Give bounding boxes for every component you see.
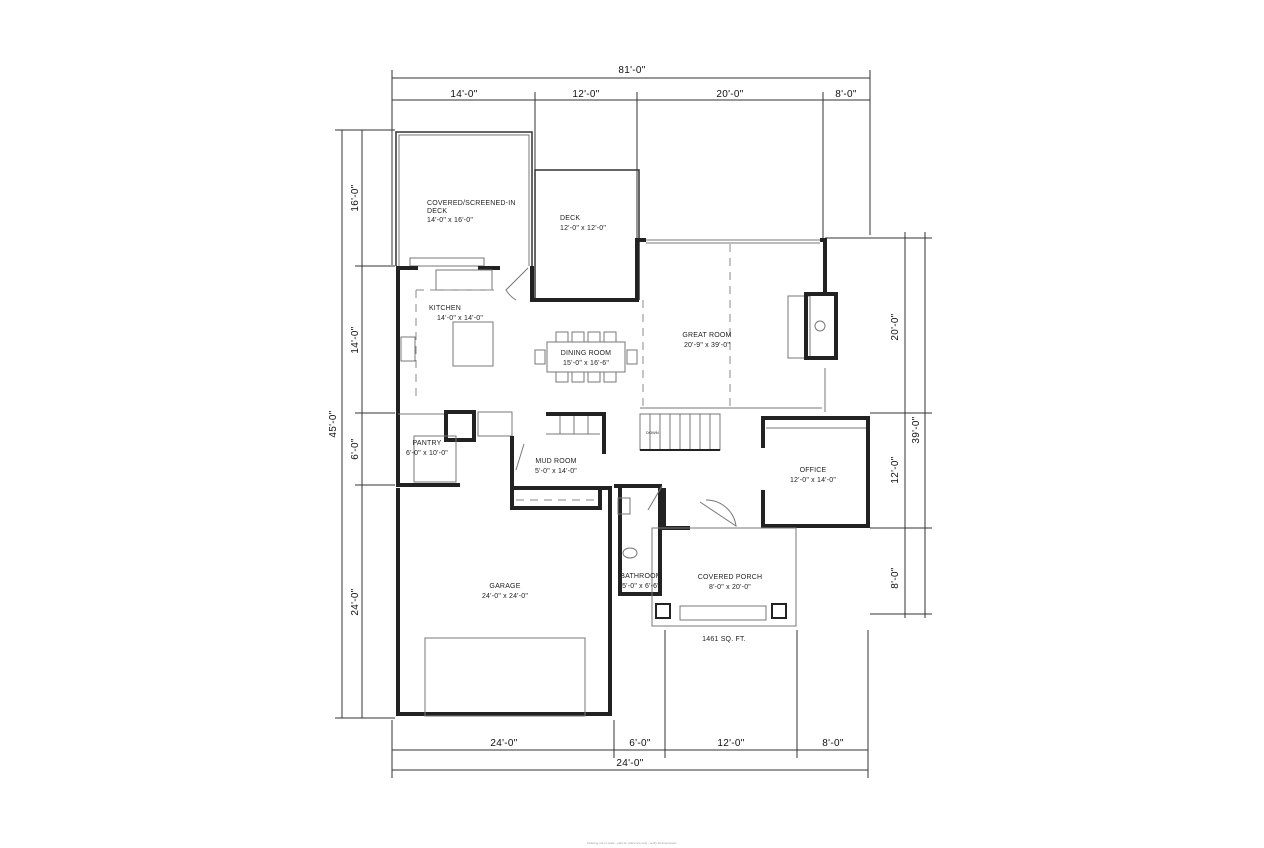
mud-room-size: 5'-0" x 14'-0" — [535, 468, 577, 475]
covered-porch-name: COVERED PORCH — [698, 574, 762, 581]
bottom-dimensions: 24'-0" 6'-0" 12'-0" 8'-0" 24'-0" — [391, 630, 869, 778]
right-dimensions: 20'-0" 12'-0" 8'-0" 39'-0" — [825, 232, 932, 618]
top-dimensions: 81'-0" 14'-0" 12'-0" 20'-0" 8'-0" — [391, 65, 871, 265]
dim-top-overall: 81'-0" — [618, 65, 645, 76]
dining-size: 15'-0" x 16'-6" — [563, 360, 609, 367]
great-room-size: 20'-9" x 39'-0" — [684, 342, 730, 349]
dim-bottom-3: 12'-0" — [717, 738, 744, 749]
pantry-name: PANTRY — [413, 440, 442, 447]
dim-right-3: 8'-0" — [890, 567, 901, 589]
dim-left-1: 16'-0" — [350, 184, 361, 211]
dim-top-3: 20'-0" — [716, 89, 743, 100]
bathroom-size: 5'-0" x 6'-6" — [622, 583, 660, 590]
dim-left-overall: 45'-0" — [328, 410, 339, 437]
screened-porch: COVERED/SCREENED-IN DECK 14'-0" x 16'-0" — [395, 131, 533, 267]
dining-name: DINING ROOM — [561, 350, 611, 357]
dim-right-2: 12'-0" — [890, 456, 901, 483]
dim-left-2: 14'-0" — [350, 326, 361, 353]
house-walls: DOWN — [396, 238, 870, 717]
left-dimensions: 45'-0" 16'-0" 14'-0" 6'-0" 24'-0" — [328, 129, 395, 719]
room-name: DECK — [560, 215, 580, 222]
room-size: 12'-0" x 12'-0" — [560, 225, 606, 232]
covered-porch-size: 8'-0" x 20'-0" — [709, 584, 751, 591]
garage-name: GARAGE — [489, 583, 520, 590]
garage-size: 24'-0" x 24'-0" — [482, 593, 528, 600]
pantry-size: 6'-0" x 10'-0" — [406, 450, 448, 457]
room-name: DECK — [427, 208, 447, 215]
room-name: COVERED/SCREENED-IN — [427, 200, 516, 207]
room-size: 14'-0" x 16'-0" — [427, 217, 473, 224]
bathroom-name: BATHROOM — [620, 573, 662, 580]
dim-left-4: 24'-0" — [350, 588, 361, 615]
stairs-upper — [546, 416, 600, 435]
deck: DECK 12'-0" x 12'-0" — [530, 169, 646, 302]
great-room-name: GREAT ROOM — [682, 332, 731, 339]
stairs-label: DOWN — [646, 430, 659, 435]
dim-bottom-4: 8'-0" — [822, 738, 844, 749]
dim-left-3: 6'-0" — [350, 438, 361, 460]
mud-room-name: MUD ROOM — [535, 458, 576, 465]
dim-bottom-1: 24'-0" — [490, 738, 517, 749]
room-labels: KITCHEN 14'-0" x 14'-0" DINING ROOM 15'-… — [406, 305, 836, 643]
kitchen-name: KITCHEN — [429, 305, 461, 312]
dim-top-1: 14'-0" — [450, 89, 477, 100]
square-footage: 1461 SQ. FT. — [702, 636, 746, 643]
footer-note: Drawing not to scale - plan for referenc… — [587, 841, 677, 845]
dim-right-1: 20'-0" — [890, 313, 901, 340]
stairs-lower: DOWN — [639, 413, 721, 451]
office-name: OFFICE — [800, 467, 827, 474]
dim-bottom-overall: 24'-0" — [616, 758, 643, 769]
dim-top-2: 12'-0" — [572, 89, 599, 100]
dim-bottom-2: 6'-0" — [629, 738, 651, 749]
kitchen-size: 14'-0" x 14'-0" — [437, 315, 483, 322]
office-size: 12'-0" x 14'-0" — [790, 477, 836, 484]
dim-right-overall: 39'-0" — [911, 416, 922, 443]
dim-top-4: 8'-0" — [835, 89, 857, 100]
